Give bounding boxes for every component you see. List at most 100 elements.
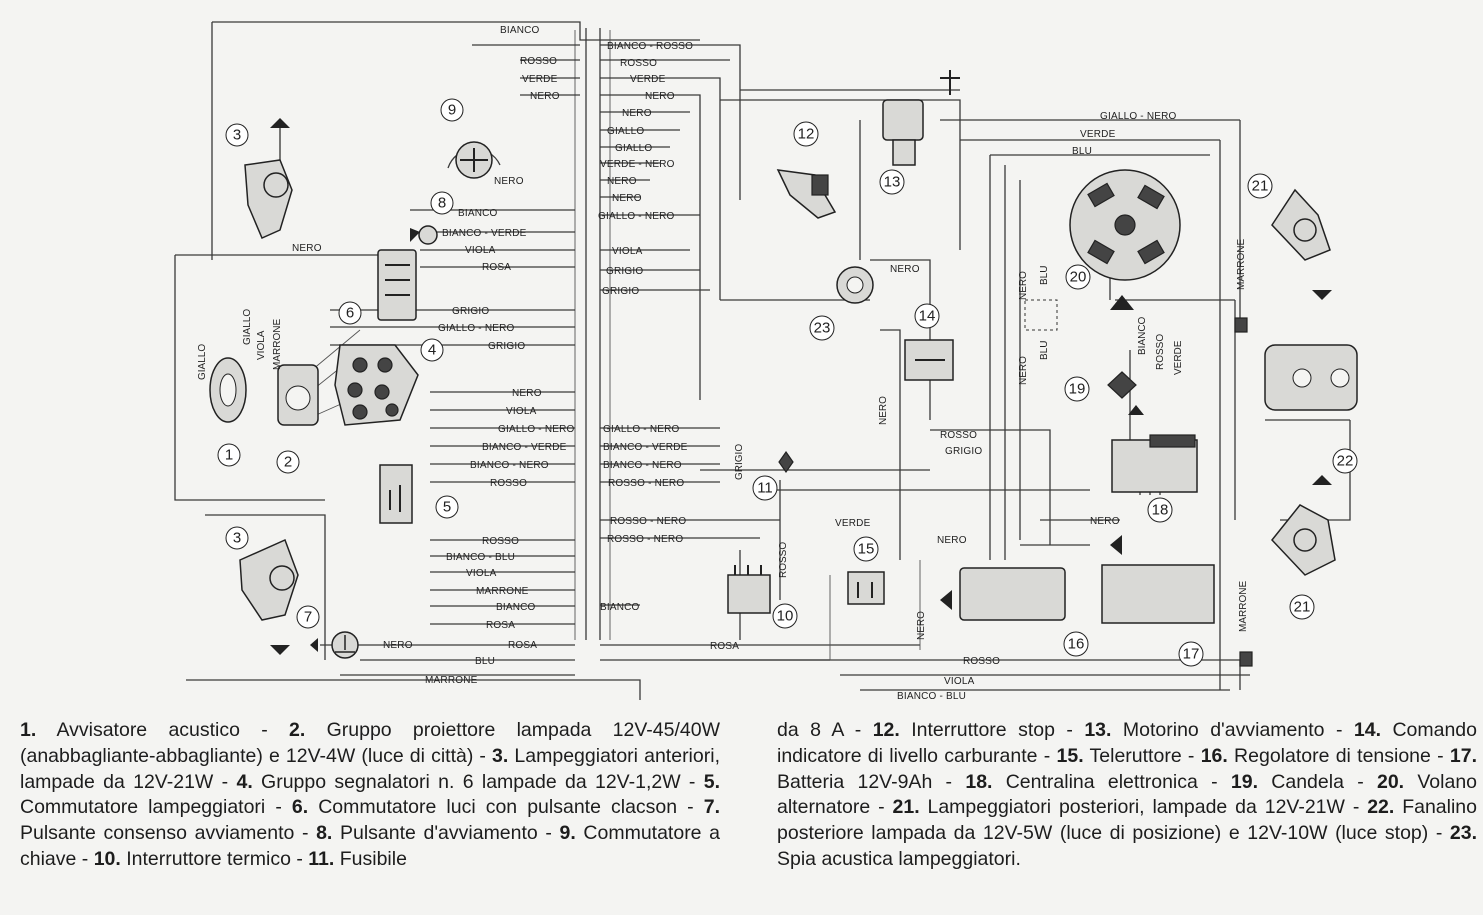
callout-9-text: 9 bbox=[448, 102, 456, 119]
callout-16-text: 16 bbox=[1068, 636, 1085, 653]
wire-label: BLU bbox=[1039, 341, 1050, 360]
wire-label: GIALLO - NERO bbox=[603, 424, 680, 435]
legend-number: 3. bbox=[492, 744, 509, 767]
wire-label: VERDE bbox=[1080, 129, 1116, 140]
wire-label: BIANCO - ROSSO bbox=[607, 41, 693, 52]
wire-label: GRIGIO bbox=[945, 446, 982, 457]
legend-number: 14. bbox=[1353, 719, 1381, 741]
callout-17-text: 17 bbox=[1183, 646, 1200, 663]
wire-label: ROSSO - NERO bbox=[607, 534, 683, 545]
voltage-regulator-drawing bbox=[940, 567, 1066, 621]
legend-number: 12. bbox=[872, 719, 900, 741]
wire-label: ROSSO bbox=[490, 478, 527, 489]
indicator-buzzer-drawing bbox=[836, 266, 874, 304]
legend-text: Interruttore stop - bbox=[899, 719, 1085, 741]
front-indicator-bottom-drawing bbox=[239, 538, 299, 655]
wire-label: BIANCO - VERDE bbox=[603, 442, 688, 453]
callout-15-text: 15 bbox=[858, 541, 875, 558]
legend-number: 8. bbox=[316, 822, 333, 845]
callout-15: 15 bbox=[853, 536, 879, 562]
callout-6-text: 6 bbox=[346, 305, 354, 322]
wire-label: ROSSO - NERO bbox=[610, 516, 686, 527]
callout-2: 2 bbox=[276, 450, 300, 474]
callout-11-text: 11 bbox=[757, 480, 773, 497]
legend-text: Commutatore lampeggiatori - bbox=[20, 796, 292, 819]
legend-number: 15. bbox=[1056, 744, 1084, 767]
legend-number: 13. bbox=[1084, 719, 1112, 741]
wire-label: BIANCO - BLU bbox=[446, 552, 515, 563]
legend-number: 18. bbox=[965, 770, 993, 793]
wire-label: BIANCO bbox=[500, 25, 540, 36]
legend-number: 5. bbox=[703, 770, 720, 793]
callout-5-text: 5 bbox=[443, 499, 451, 516]
callout-8-text: 8 bbox=[438, 195, 446, 212]
wire-label: ROSSO bbox=[620, 58, 657, 69]
wire-label: BIANCO - VERDE bbox=[482, 442, 567, 453]
wire-label: NERO bbox=[890, 264, 920, 275]
tail-light-drawing bbox=[1264, 344, 1358, 411]
warning-light-group-drawing bbox=[334, 344, 419, 426]
wire-label: BIANCO bbox=[600, 602, 640, 613]
wire-label: ROSSO bbox=[940, 430, 977, 441]
legend-number: 16. bbox=[1200, 744, 1228, 767]
legend-text: Candela - bbox=[1258, 770, 1377, 793]
wire-label: NERO bbox=[530, 91, 560, 102]
wire-label: VERDE bbox=[1173, 340, 1184, 375]
legend-text: Gruppo proiettore lampada 12V-45/40W (an… bbox=[20, 719, 720, 767]
wire-label: ROSSO bbox=[1155, 334, 1166, 370]
wiring-diagram: 1 2 3 3 4 5 6 7 8 9 10 11 12 13 14 15 16… bbox=[174, 21, 1358, 700]
legend-text: Centralina elettronica - bbox=[992, 770, 1231, 793]
callout-5: 5 bbox=[435, 495, 459, 519]
legend-number: 1. bbox=[20, 719, 37, 741]
callout-8: 8 bbox=[430, 191, 454, 215]
flywheel-alternator-drawing bbox=[1069, 169, 1181, 281]
fuel-level-control-drawing bbox=[904, 339, 954, 381]
battery-drawing bbox=[1101, 535, 1215, 624]
wire-label: NERO bbox=[607, 176, 637, 187]
callout-13-text: 13 bbox=[884, 174, 901, 191]
legend-text: Motorino d'avviamento - bbox=[1111, 719, 1354, 741]
connector-bottom-drawing bbox=[1239, 651, 1253, 667]
wire-label: NERO bbox=[622, 108, 652, 119]
wire-label: BLU bbox=[1039, 266, 1050, 285]
wire-label: VIOLA bbox=[466, 568, 497, 579]
indicator-switch-drawing bbox=[379, 464, 413, 524]
wire-label: VERDE - NERO bbox=[600, 159, 675, 170]
legend-number: 23. bbox=[1449, 822, 1477, 845]
wire-label: GRIGIO bbox=[452, 306, 489, 317]
wire-labels: BIANCO BIANCO - ROSSO ROSSO ROSSO VERDE … bbox=[197, 25, 1249, 700]
legend-number: 10. bbox=[93, 847, 121, 870]
callout-23-text: 23 bbox=[814, 320, 831, 337]
callout-7: 7 bbox=[296, 605, 320, 629]
wire-label: VERDE bbox=[522, 74, 558, 85]
wire-label: GIALLO - NERO bbox=[598, 211, 675, 222]
legend-text: Batteria 12V-9Ah - bbox=[777, 770, 966, 793]
callout-14-text: 14 bbox=[919, 308, 936, 325]
wire-label: NERO bbox=[512, 388, 542, 399]
callout-3-top-text: 3 bbox=[233, 127, 241, 144]
horn-drawing bbox=[209, 357, 247, 423]
callout-21-top: 21 bbox=[1247, 173, 1273, 199]
callout-3-bottom-text: 3 bbox=[233, 530, 241, 547]
legend-number: 20. bbox=[1376, 770, 1405, 793]
legend-text: Pulsante d'avviamento - bbox=[332, 822, 560, 845]
callout-21-bottom-text: 21 bbox=[1294, 599, 1311, 616]
wire-label: BLU bbox=[1072, 146, 1092, 157]
wire-label: ROSA bbox=[482, 262, 511, 273]
wire-label: NERO bbox=[383, 640, 413, 651]
legend-text: Teleruttore - bbox=[1083, 744, 1201, 767]
legend-text: Comando indicatore di livello carburante… bbox=[777, 719, 1477, 767]
callout-22: 22 bbox=[1332, 448, 1358, 474]
legend-text: Gruppo segnalatori n. 6 lampade da 12V-1… bbox=[252, 770, 704, 793]
callout-1: 1 bbox=[217, 443, 241, 467]
legend-text: Spia acustica lampeggiatori. bbox=[777, 847, 1021, 870]
legend-text: Lampeggiatori posteriori, lampade da 12V… bbox=[919, 796, 1368, 819]
front-indicator-top-drawing bbox=[244, 118, 293, 239]
wire-label: NERO bbox=[494, 176, 524, 187]
legend-text: Volano alternatore - bbox=[777, 770, 1478, 819]
wire-label: GIALLO - NERO bbox=[1100, 111, 1177, 122]
wire-label: ROSA bbox=[710, 641, 739, 652]
legend-text: Fusibile bbox=[334, 847, 407, 870]
wire-label: NERO bbox=[916, 611, 927, 640]
wire-label: BIANCO - VERDE bbox=[442, 228, 527, 239]
